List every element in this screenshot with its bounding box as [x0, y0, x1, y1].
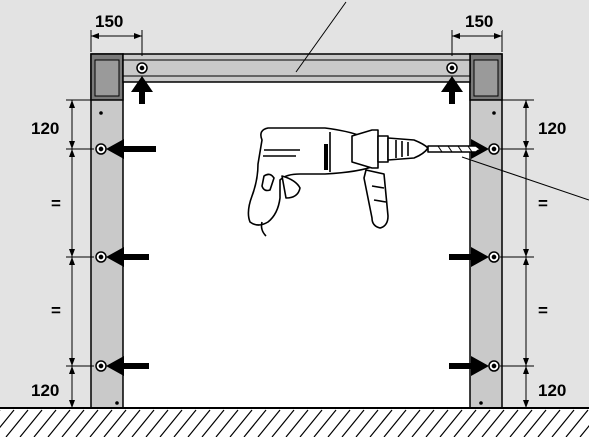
floor-hatch-line: [215, 409, 239, 437]
screw-hole-icon: [488, 143, 500, 155]
floor-hatch-line: [89, 409, 113, 437]
floor-hatch-line: [285, 409, 309, 437]
floor-hatch-line: [397, 409, 421, 437]
floor-hatch-line: [453, 409, 477, 437]
floor-hatch-line: [75, 409, 99, 437]
dim-left-bottom: 120: [31, 381, 59, 400]
floor-hatch-line: [523, 409, 547, 437]
floor-hatch-line: [299, 409, 323, 437]
floor-hatch-line: [201, 409, 225, 437]
floor-hatch-line: [369, 409, 393, 437]
floor-hatch-line: [565, 409, 589, 437]
floor-hatch-line: [0, 409, 15, 429]
floor-hatch-line: [61, 409, 85, 437]
floor-hatch-line: [229, 409, 253, 437]
floor-hatch-line: [355, 409, 379, 437]
floor-hatch-line: [327, 409, 351, 437]
floor-hatch-line: [243, 409, 267, 437]
arrow-icon: [131, 76, 153, 104]
floor-hatch-line: [467, 409, 491, 437]
floor-hatch-line: [5, 409, 29, 437]
floor-hatch-line: [537, 409, 561, 437]
floor-hatch-line: [117, 409, 141, 437]
dimension-arrowheads: [69, 33, 529, 408]
dim-left-top: 120: [31, 119, 59, 138]
drill-icon: [247, 127, 481, 237]
floor-hatch-line: [495, 409, 519, 437]
arrow-icon: [449, 247, 489, 267]
floor-hatch-line: [33, 409, 57, 437]
arrow-icon: [106, 247, 149, 267]
screw-hole-icon: [488, 360, 500, 372]
screw-hole-icon: [446, 62, 458, 74]
dim-right-equal-lower: =: [538, 301, 548, 320]
floor-hatch-line: [173, 409, 197, 437]
floor-hatch-line: [103, 409, 127, 437]
floor-hatch-line: [47, 409, 71, 437]
floor-hatch-line: [509, 409, 533, 437]
floor-hatch-line: [551, 409, 575, 437]
screw-hole-icon: [95, 360, 107, 372]
dim-right-equal-upper: =: [538, 194, 548, 213]
floor-hatch-line: [187, 409, 211, 437]
floor-hatch-line: [313, 409, 337, 437]
floor-hatch-line: [425, 409, 449, 437]
screw-hole-icon: [488, 251, 500, 263]
floor-hatch-line: [411, 409, 435, 437]
dim-top-right: 150: [465, 12, 493, 31]
floor-hatch-line: [481, 409, 505, 437]
arrow-icon: [449, 356, 489, 376]
dim-top-left: 150: [95, 12, 123, 31]
floor-hatch-line: [131, 409, 155, 437]
dim-right-top: 120: [538, 119, 566, 138]
arrows: [106, 76, 489, 376]
right-frame-post: [469, 53, 503, 409]
left-frame-post: [90, 53, 124, 409]
dim-left-equal-lower: =: [51, 301, 61, 320]
arrow-icon: [441, 76, 463, 104]
floor-hatch: [0, 407, 589, 437]
dimension-labels: 150 150 120 = = 120 120 = = 120: [26, 9, 579, 400]
arrow-icon: [106, 139, 156, 159]
screw-hole-icon: [136, 62, 148, 74]
floor-hatch-line: [159, 409, 183, 437]
screw-hole-icon: [95, 251, 107, 263]
leader-line-top: [295, 1, 347, 73]
screw-hole-icon: [95, 143, 107, 155]
dim-left-equal-upper: =: [51, 194, 61, 213]
floor-hatch-line: [341, 409, 365, 437]
floor-hatch-line: [579, 425, 589, 437]
floor-hatch-line: [383, 409, 407, 437]
arrow-icon: [106, 356, 149, 376]
dim-right-bottom: 120: [538, 381, 566, 400]
floor-hatch-line: [271, 409, 295, 437]
floor-hatch-line: [145, 409, 169, 437]
floor-hatch-line: [257, 409, 281, 437]
top-frame-beam: [122, 53, 471, 83]
floor-hatch-line: [439, 409, 463, 437]
floor-hatch-line: [19, 409, 43, 437]
